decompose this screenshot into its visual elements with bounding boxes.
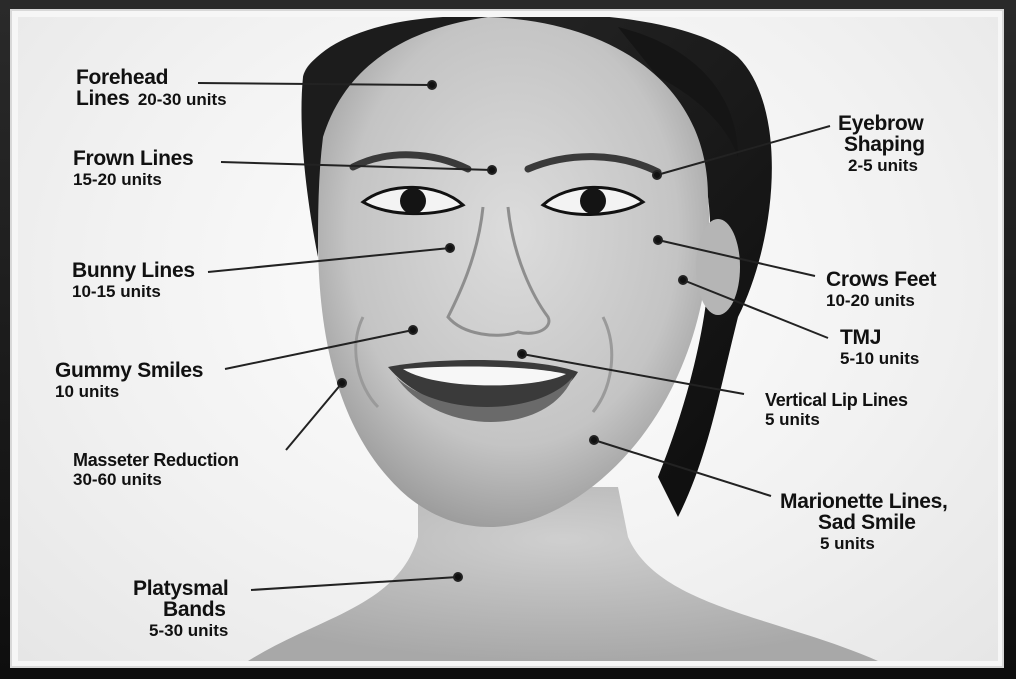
pointer-dot-frown	[488, 166, 496, 174]
frown-name: Frown Lines	[73, 148, 193, 169]
label-tmj: TMJ 5-10 units	[840, 327, 919, 367]
eyebrow-name-1: Eyebrow	[838, 113, 925, 134]
pointer-dot-crows	[654, 236, 662, 244]
right-iris	[580, 188, 606, 214]
forehead-units: 20-30 units	[138, 91, 227, 108]
label-crows: Crows Feet 10-20 units	[826, 269, 936, 309]
eyebrow-units: 2-5 units	[838, 157, 925, 174]
face-shape	[317, 17, 709, 527]
tmj-name: TMJ	[840, 327, 919, 348]
marionette-name-2: Sad Smile	[780, 512, 948, 533]
label-forehead: Forehead Lines 20-30 units	[76, 67, 227, 109]
bunny-units: 10-15 units	[72, 283, 195, 300]
pointer-masseter	[286, 383, 342, 450]
frown-units: 15-20 units	[73, 171, 193, 188]
pointer-dot-gummy	[409, 326, 417, 334]
masseter-units: 30-60 units	[73, 471, 239, 488]
platysmal-name-2: Bands	[133, 599, 228, 620]
crows-name: Crows Feet	[826, 269, 936, 290]
forehead-name-2: Lines	[76, 88, 129, 109]
lip-name: Vertical Lip Lines	[765, 391, 908, 409]
pointer-dot-eyebrow	[653, 171, 661, 179]
platysmal-name-1: Platysmal	[133, 578, 228, 599]
gummy-name: Gummy Smiles	[55, 360, 203, 381]
pointer-dot-forehead	[428, 81, 436, 89]
label-eyebrow: Eyebrow Shaping 2-5 units	[838, 113, 925, 174]
eyebrow-name-2: Shaping	[838, 134, 925, 155]
forehead-name-1: Forehead	[76, 67, 227, 88]
marionette-name-1: Marionette Lines,	[780, 491, 948, 512]
label-marionette: Marionette Lines, Sad Smile 5 units	[780, 491, 948, 552]
label-frown: Frown Lines 15-20 units	[73, 148, 193, 188]
tmj-units: 5-10 units	[840, 350, 919, 367]
gummy-units: 10 units	[55, 383, 203, 400]
pointer-dot-platysmal	[454, 573, 462, 581]
lip-units: 5 units	[765, 411, 908, 428]
label-bunny: Bunny Lines 10-15 units	[72, 260, 195, 300]
diagram-panel: Forehead Lines 20-30 units Frown Lines 1…	[18, 17, 998, 661]
marionette-units: 5 units	[780, 535, 948, 552]
pointer-dot-masseter	[338, 379, 346, 387]
left-iris	[400, 188, 426, 214]
label-gummy: Gummy Smiles 10 units	[55, 360, 203, 400]
platysmal-units: 5-30 units	[133, 622, 228, 639]
label-masseter: Masseter Reduction 30-60 units	[73, 451, 239, 488]
pointer-dot-bunny	[446, 244, 454, 252]
pointer-dot-lip	[518, 350, 526, 358]
pointer-dot-tmj	[679, 276, 687, 284]
bunny-name: Bunny Lines	[72, 260, 195, 281]
label-lip: Vertical Lip Lines 5 units	[765, 391, 908, 428]
crows-units: 10-20 units	[826, 292, 936, 309]
label-platysmal: Platysmal Bands 5-30 units	[133, 578, 228, 639]
masseter-name: Masseter Reduction	[73, 451, 239, 469]
pointer-dot-marionette	[590, 436, 598, 444]
